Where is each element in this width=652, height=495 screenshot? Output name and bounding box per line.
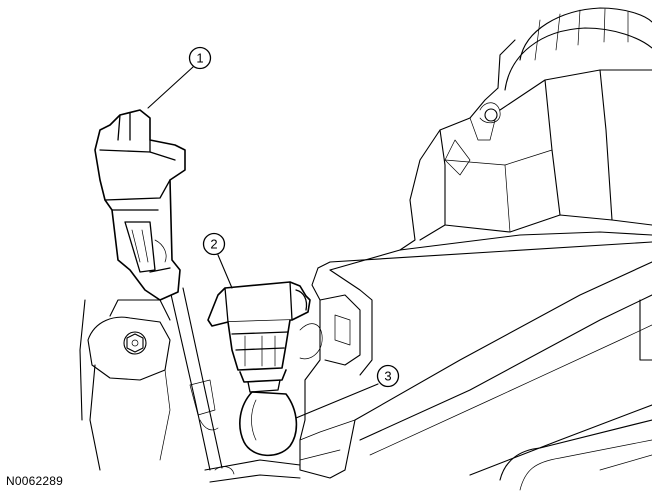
callout-2: 2: [202, 232, 226, 256]
callout-2-number: 2: [210, 237, 217, 252]
part-2-bulb-socket: [207, 281, 311, 393]
callout-1: 1: [188, 46, 212, 70]
callout-3-number: 3: [384, 369, 391, 384]
headlamp-housing: [79, 7, 652, 491]
figure-id: N0062289: [6, 474, 63, 488]
callout-1-number: 1: [196, 51, 203, 66]
part-3-bulb: [239, 391, 298, 457]
callout-3: 3: [376, 364, 400, 388]
callout-leaders: [147, 66, 379, 419]
part-1-bracket: [94, 109, 186, 301]
